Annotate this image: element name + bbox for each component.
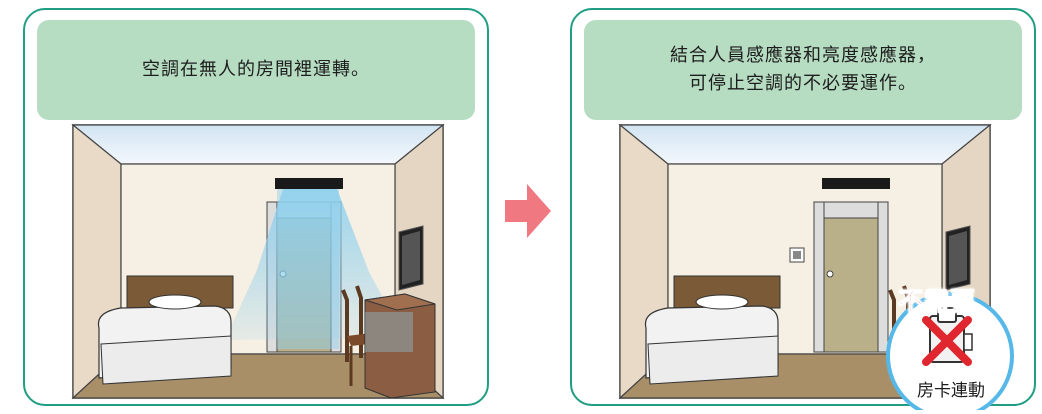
after-caption-line-2: 可停止空調的不必要運作。 — [689, 73, 917, 94]
air-conditioner — [822, 178, 890, 189]
ceiling — [618, 124, 992, 165]
not-needed-badge: 不需要 — [897, 287, 977, 317]
after-caption-line-1: 結合人員感應器和亮度感應器， — [670, 45, 936, 66]
after-caption-banner: 結合人員感應器和亮度感應器， 可停止空調的不必要運作。 — [584, 20, 1022, 120]
before-panel: 空調在無人的房間裡運轉。 — [23, 8, 489, 406]
door — [823, 217, 879, 353]
air-conditioner — [275, 178, 343, 189]
after-panel: 結合人員感應器和亮度感應器， 可停止空調的不必要運作。 — [570, 8, 1036, 410]
ceiling — [71, 124, 445, 165]
room-with-ac-running — [71, 123, 445, 400]
before-caption-banner: 空調在無人的房間裡運轉。 — [37, 20, 475, 120]
keycard-sticker — [886, 292, 1014, 410]
before-caption: 空調在無人的房間裡運轉。 — [142, 59, 370, 80]
keycard-link-label: 房卡連動 — [917, 381, 985, 401]
transition-arrow-icon — [505, 184, 551, 238]
